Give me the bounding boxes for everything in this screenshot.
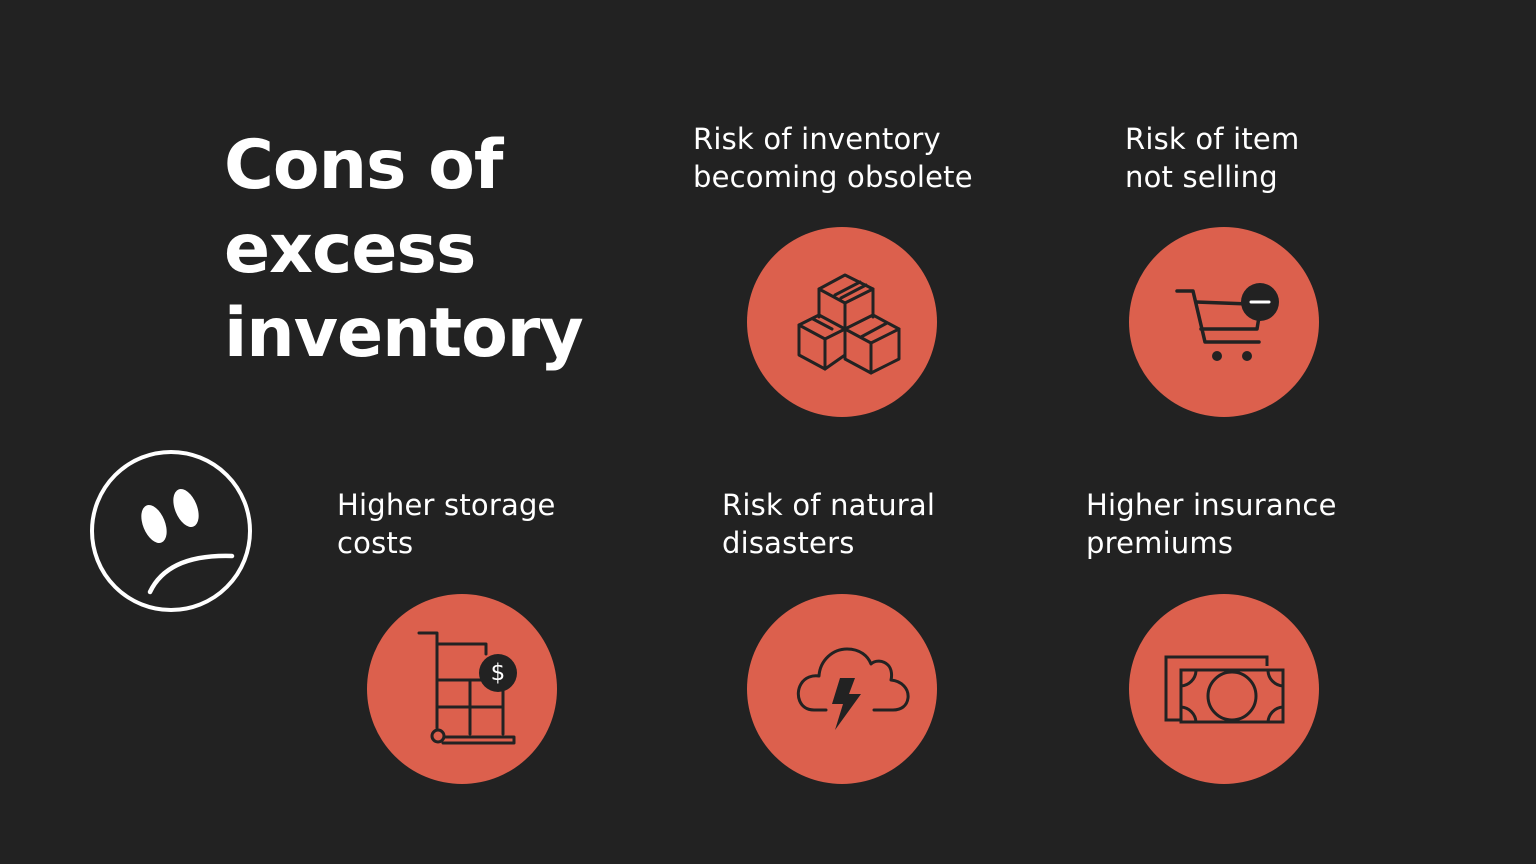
icon-circle: $ xyxy=(367,594,557,784)
title-line-1: Cons of xyxy=(224,126,503,205)
hand-truck-dollar-icon xyxy=(417,631,517,745)
page-title: Cons of excess inventory xyxy=(224,124,584,376)
icon-circle xyxy=(1129,227,1319,417)
title-line-3: inventory xyxy=(224,294,584,373)
storm-cloud-icon xyxy=(796,647,910,730)
item-label: Risk of natural disasters xyxy=(722,488,936,560)
dollar-badge: $ xyxy=(490,660,506,686)
banknotes-icon xyxy=(1164,655,1285,724)
stacked-boxes-icon xyxy=(797,273,901,375)
icon-circle xyxy=(747,227,937,417)
item-label: Risk of inventory becoming obsolete xyxy=(693,122,973,194)
cart-minus-icon xyxy=(1175,283,1279,361)
icon-circle xyxy=(1129,594,1319,784)
item-label: Higher insurance premiums xyxy=(1086,488,1337,560)
item-label: Risk of item not selling xyxy=(1125,122,1300,194)
sad-face-icon xyxy=(90,450,252,612)
icon-circle xyxy=(747,594,937,784)
title-line-2: excess xyxy=(224,210,476,289)
item-label: Higher storage costs xyxy=(337,488,556,560)
